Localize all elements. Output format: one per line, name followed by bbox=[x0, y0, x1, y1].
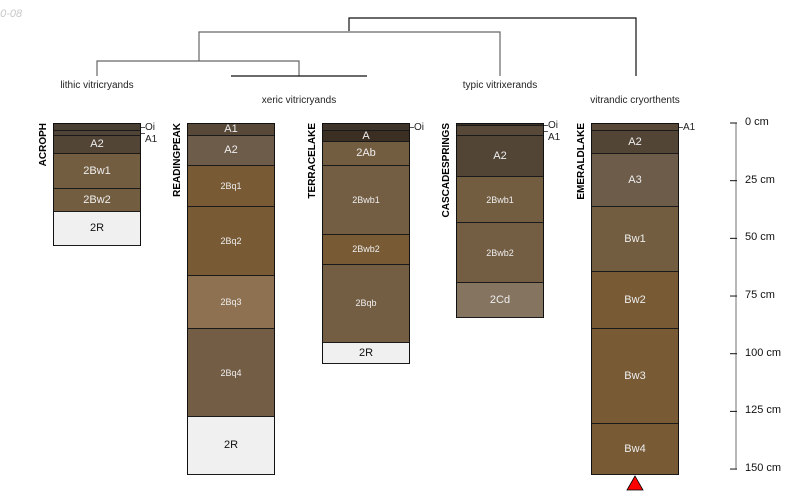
figure-title: 10-08 bbox=[0, 8, 23, 20]
horizon-label: A1 bbox=[224, 124, 238, 136]
horizon[interactable]: Bw4 bbox=[592, 423, 678, 475]
horizon-label: A2 bbox=[628, 135, 642, 148]
horizon-label: 2Bwb1 bbox=[486, 194, 514, 205]
horizon[interactable]: Bw1 bbox=[592, 207, 678, 272]
dendrogram-branch bbox=[348, 17, 637, 76]
taxon-label: xeric vitricryands bbox=[261, 95, 337, 106]
depth-tick-label: 50 cm bbox=[745, 231, 775, 244]
profile-name: EMERALDLAKE bbox=[576, 123, 587, 200]
profile-name: READINGPEAK bbox=[172, 123, 183, 197]
profile-name: TERRACELAKE bbox=[307, 123, 318, 199]
horizon-label: 2Bqb bbox=[355, 298, 377, 309]
horizon-label: 2R bbox=[223, 439, 239, 452]
horizon[interactable]: 2R bbox=[54, 211, 140, 247]
horizon[interactable]: 2Bw2 bbox=[54, 188, 140, 212]
horizon[interactable]: 2Bwb1 bbox=[323, 165, 409, 235]
label-leader bbox=[544, 130, 548, 132]
horizon[interactable] bbox=[457, 124, 543, 127]
horizon[interactable] bbox=[592, 124, 678, 131]
horizon[interactable]: 2Bwb1 bbox=[457, 177, 543, 224]
horizon-label: 2Bw2 bbox=[83, 193, 111, 206]
horizon-label: A1 bbox=[145, 133, 158, 145]
horizon[interactable]: A2 bbox=[457, 135, 543, 178]
horizon[interactable]: 2Bw1 bbox=[54, 153, 140, 189]
depth-tick-label: 25 cm bbox=[745, 173, 775, 186]
horizon-label: 2Bwb2 bbox=[486, 247, 514, 258]
horizon-label: A bbox=[362, 130, 370, 143]
horizon-label: A1 bbox=[548, 131, 561, 143]
horizon-label: 2Bq3 bbox=[220, 297, 242, 308]
depth-tick-label: 150 cm bbox=[745, 462, 782, 475]
horizon[interactable] bbox=[54, 130, 140, 136]
horizon-label: A3 bbox=[628, 174, 642, 186]
depth-tick-label: 75 cm bbox=[745, 289, 775, 302]
horizon[interactable]: A bbox=[323, 130, 409, 143]
horizon[interactable]: A2 bbox=[592, 130, 678, 154]
depth-tick-label: 100 cm bbox=[745, 346, 782, 359]
horizon[interactable]: A3 bbox=[592, 153, 678, 208]
horizon-label: Bw3 bbox=[624, 370, 646, 383]
horizon[interactable]: Bw3 bbox=[592, 329, 678, 424]
horizon[interactable]: 2R bbox=[188, 416, 274, 475]
horizon-label: 2R bbox=[358, 347, 374, 360]
horizon-label: 2Bw1 bbox=[83, 164, 111, 177]
horizon-label: 2Bq4 bbox=[220, 367, 242, 378]
horizon-label: 2Bwb2 bbox=[352, 244, 380, 255]
horizon-label: A1 bbox=[683, 121, 696, 133]
profile-name: CASCADESPRINGS bbox=[441, 123, 452, 218]
horizon[interactable]: 2Bq1 bbox=[188, 165, 274, 208]
horizon[interactable]: 2Bqb bbox=[323, 264, 409, 344]
horizon-label: 2Ab bbox=[356, 147, 376, 160]
horizon[interactable]: 2Bq4 bbox=[188, 329, 274, 417]
profile-name: ACROPH bbox=[38, 123, 49, 167]
taxon-label: lithic vitricryands bbox=[60, 80, 134, 91]
horizon[interactable]: A2 bbox=[188, 135, 274, 166]
dendrogram-branch bbox=[96, 60, 300, 76]
taxon-label: vitrandic cryorthents bbox=[590, 95, 680, 106]
taxon-label: typic vitrixerands bbox=[462, 80, 538, 91]
horizon[interactable]: 2Bq3 bbox=[188, 276, 274, 330]
depth-tick-label: 0 cm bbox=[745, 116, 769, 128]
horizon-label: A2 bbox=[90, 138, 104, 151]
horizon-label: A2 bbox=[493, 149, 507, 162]
horizon-label: Bw4 bbox=[624, 442, 646, 455]
horizon[interactable]: 2Ab bbox=[323, 142, 409, 166]
label-leader bbox=[410, 127, 414, 129]
horizon[interactable]: 2Bwb2 bbox=[323, 234, 409, 265]
horizon-label: Bw2 bbox=[624, 293, 646, 306]
horizon-label: 2Bq1 bbox=[220, 180, 242, 191]
label-leader bbox=[141, 127, 145, 129]
horizon[interactable]: 2Bwb2 bbox=[457, 223, 543, 284]
horizon-label: A2 bbox=[224, 144, 238, 157]
horizon-label: 2R bbox=[89, 222, 105, 235]
horizon-label: 2Bq2 bbox=[220, 236, 242, 247]
horizon[interactable]: 2Bq2 bbox=[188, 207, 274, 277]
label-leader bbox=[544, 125, 548, 127]
horizon-label: Oi bbox=[414, 121, 424, 133]
horizon[interactable] bbox=[54, 124, 140, 131]
horizon-label: Bw1 bbox=[624, 232, 646, 245]
horizon-label: Oi bbox=[145, 121, 155, 133]
horizon[interactable]: 2Cd bbox=[457, 283, 543, 318]
horizon[interactable] bbox=[323, 124, 409, 131]
horizon-label: 2Bwb1 bbox=[352, 194, 380, 205]
bottom-marker-icon bbox=[626, 475, 644, 491]
horizon[interactable]: A1 bbox=[188, 124, 274, 136]
depth-tick-label: 125 cm bbox=[745, 404, 782, 417]
label-leader bbox=[141, 133, 145, 135]
horizon[interactable] bbox=[457, 126, 543, 136]
horizon[interactable]: Bw2 bbox=[592, 271, 678, 330]
horizon[interactable]: A2 bbox=[54, 135, 140, 154]
dendrogram-branch bbox=[198, 31, 501, 76]
horizon[interactable]: 2R bbox=[323, 343, 409, 364]
label-leader bbox=[679, 127, 683, 129]
horizon-label: Oi bbox=[548, 119, 558, 131]
horizon-label: 2Cd bbox=[489, 293, 511, 306]
